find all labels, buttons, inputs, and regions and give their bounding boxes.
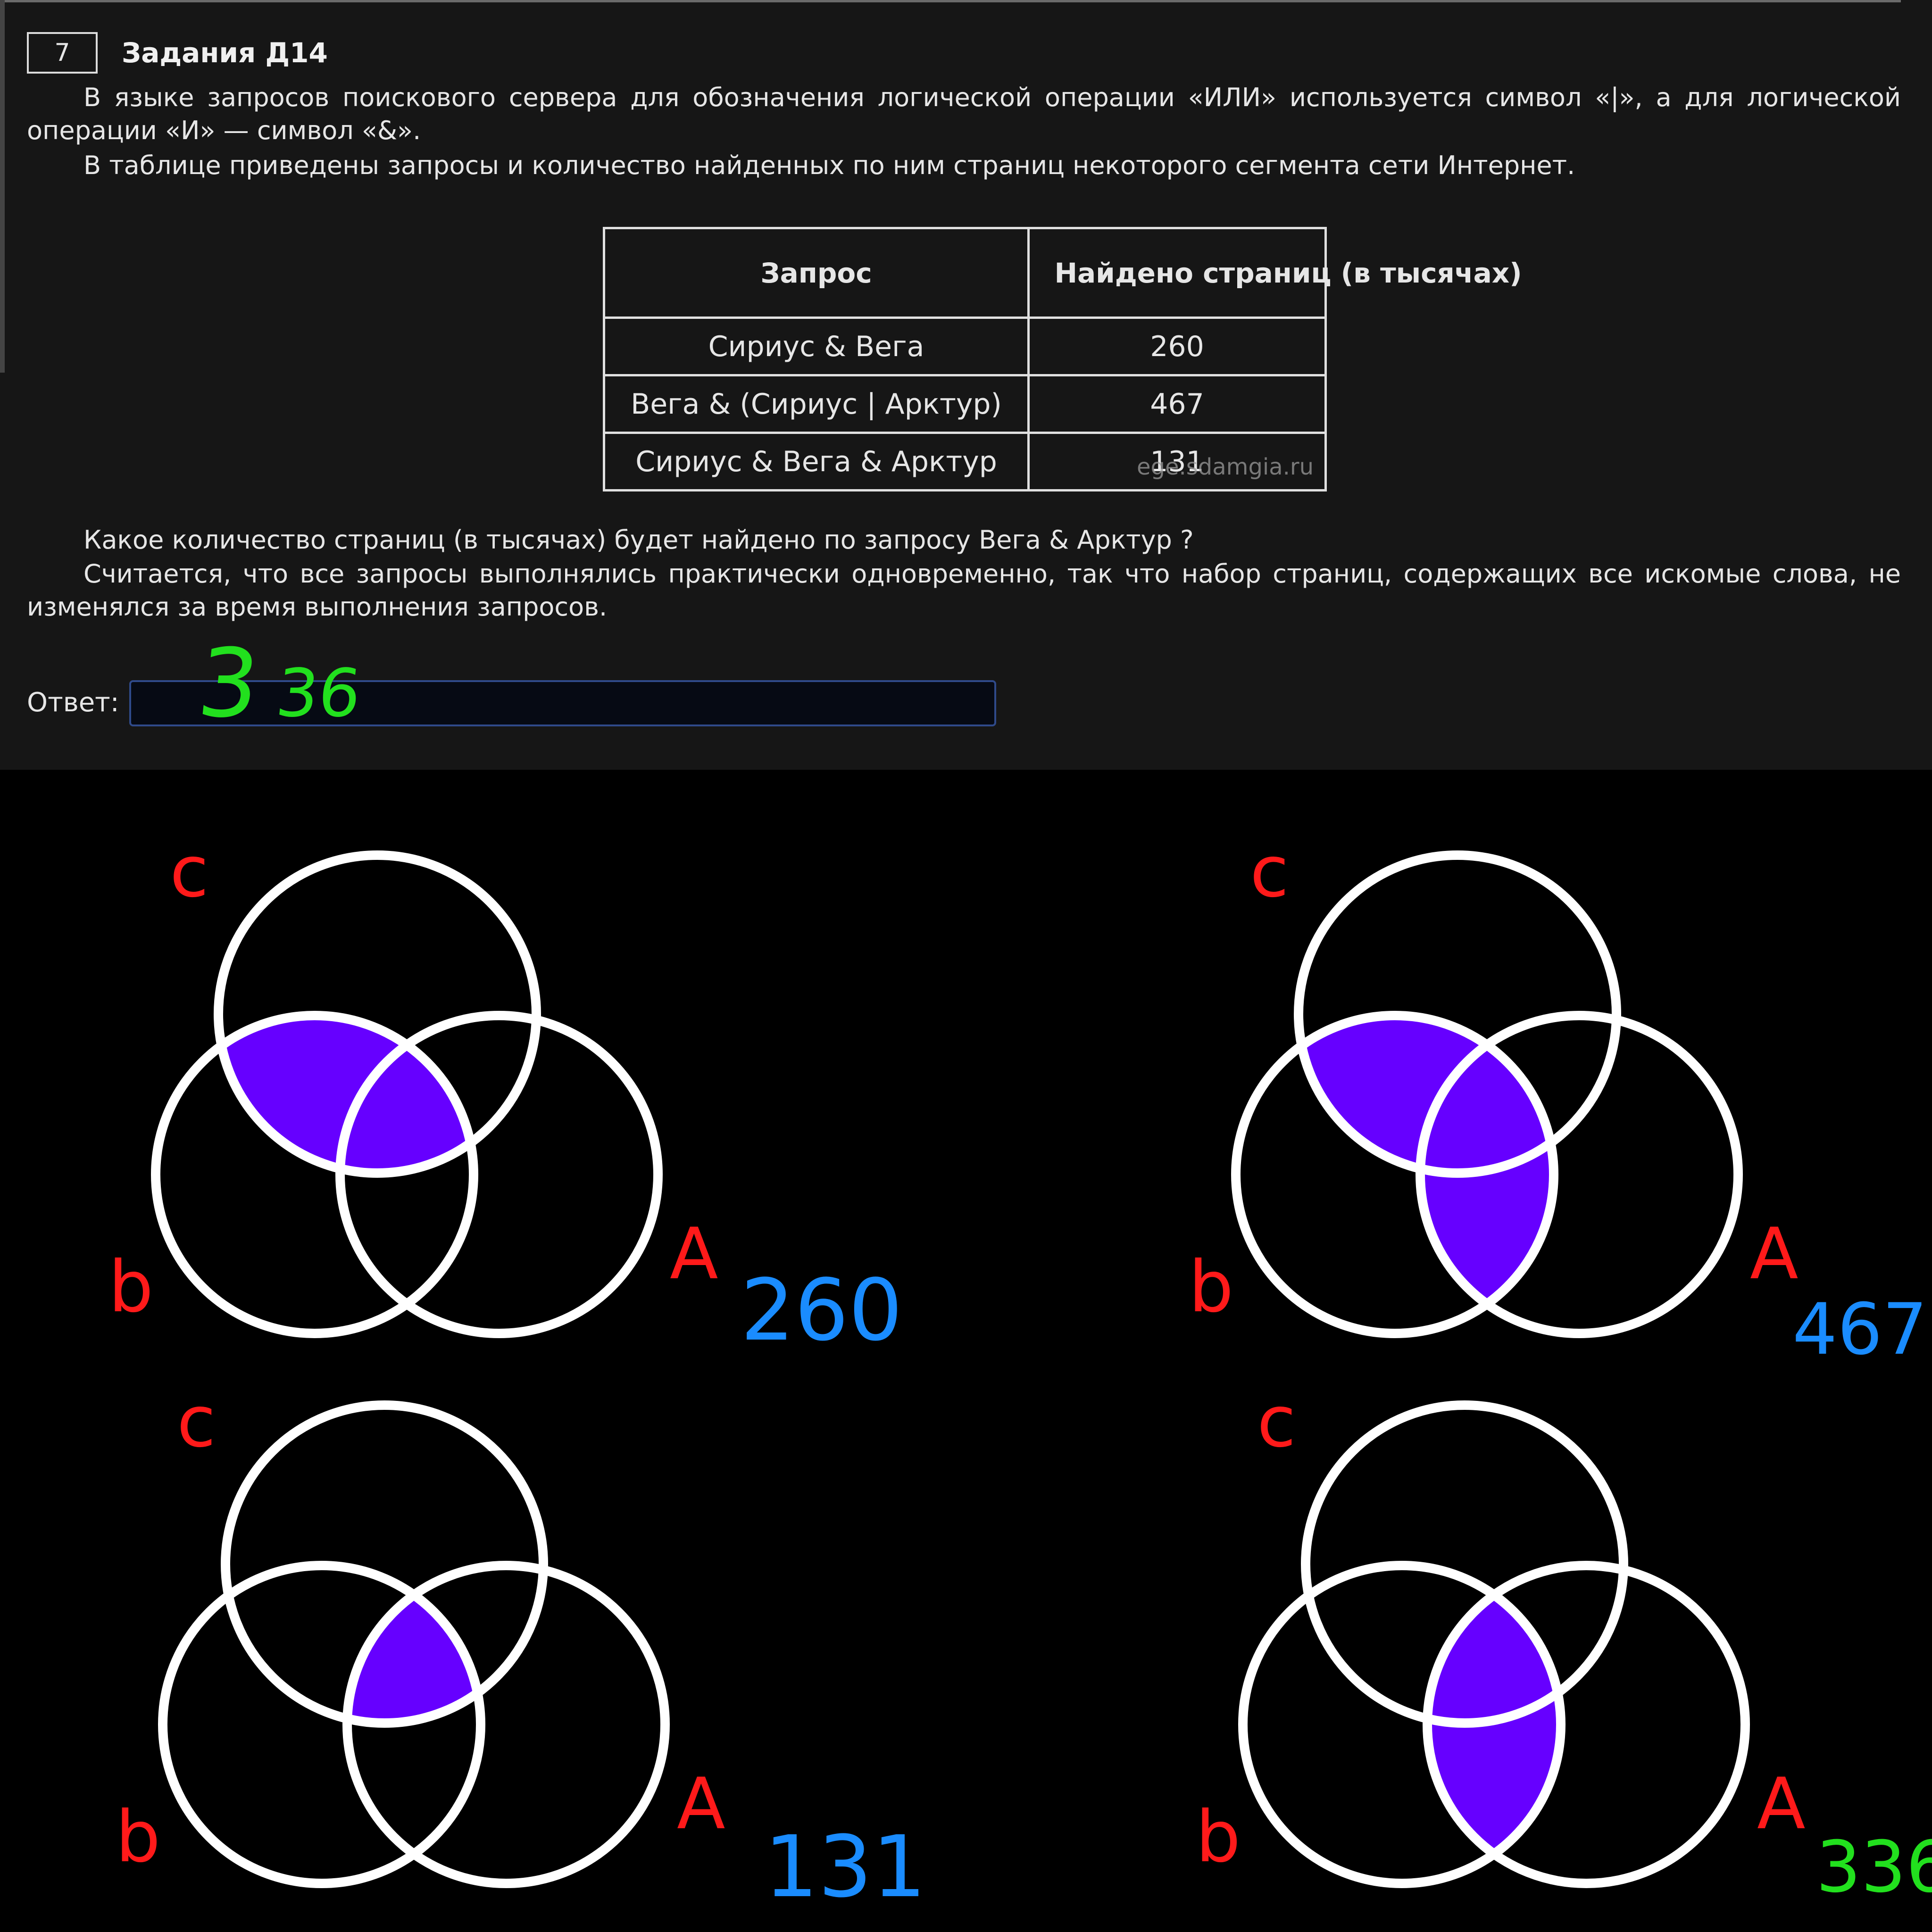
venn-diagram-1: c b A 260 <box>108 831 903 1360</box>
shaded-region <box>347 1566 543 1723</box>
set-a-circle <box>1416 1011 1743 1338</box>
table-row: Сириус & Вега 260 <box>603 316 1327 376</box>
task-panel: 7 Задания Д14 В языке запросов поисковог… <box>0 0 1932 770</box>
count-label: 131 <box>764 1818 926 1916</box>
label-a: A <box>1750 1213 1799 1295</box>
task-number: 7 <box>27 32 98 74</box>
table-cell-count: 260 <box>1027 316 1327 376</box>
shaded-region <box>1299 1016 1554 1333</box>
query-table: Запрос Найдено страниц (в тысячах) Сириу… <box>603 227 1522 491</box>
label-b: b <box>108 1246 153 1328</box>
left-accent-bar <box>0 0 5 373</box>
table-row: Сириус & Вега & Арктур 131 <box>603 432 1327 491</box>
task-question: Какое количество страниц (в тысячах) буд… <box>83 525 1194 555</box>
set-c-circle <box>221 1400 548 1728</box>
set-a-circle <box>342 1561 670 1888</box>
table-cell-count: 467 <box>1027 374 1327 434</box>
set-b-circle <box>1238 1561 1566 1888</box>
table-cell-query: Сириус & Вега <box>603 316 1030 376</box>
task-note: Считается, что все запросы выполнялись п… <box>27 559 1901 622</box>
set-c-circle <box>1294 850 1621 1178</box>
label-b: b <box>1196 1796 1241 1878</box>
header-pages: Найдено страниц (в тысячах) <box>1027 227 1522 319</box>
shaded-region <box>1427 1566 1561 1883</box>
header-query: Запрос <box>603 227 1030 319</box>
venn-diagram-4: c b A 336 <box>1196 1381 1932 1908</box>
table-row: Вега & (Сириус | Арктур) 467 <box>603 374 1327 434</box>
label-b: b <box>1189 1246 1233 1328</box>
answer-input[interactable] <box>129 680 996 726</box>
task-title: Задания Д14 <box>122 37 328 69</box>
set-a-circle <box>335 1011 663 1338</box>
venn-diagram-3: c b A 131 <box>116 1381 926 1916</box>
label-a: A <box>670 1213 718 1295</box>
set-c-circle <box>214 850 541 1178</box>
task-paragraph-table-intro: В таблице приведены запросы и количество… <box>83 150 1575 180</box>
table-cell-count: 131 <box>1027 432 1327 491</box>
label-c: c <box>170 831 208 913</box>
set-b-circle <box>1231 1011 1558 1338</box>
set-b-circle <box>151 1011 478 1338</box>
set-c-circle <box>1301 1400 1628 1728</box>
watermark: ege.sdamgia.ru <box>1137 454 1314 480</box>
count-label: 336 <box>1816 1826 1932 1908</box>
table-cell-query: Сириус & Вега & Арктур <box>603 432 1030 491</box>
label-c: c <box>1257 1381 1296 1463</box>
label-c: c <box>177 1381 216 1463</box>
label-b: b <box>116 1796 160 1878</box>
answer-label: Ответ: <box>27 687 119 718</box>
top-divider <box>0 0 1901 2</box>
table-cell-query: Вега & (Сириус | Арктур) <box>603 374 1030 434</box>
count-label: 260 <box>741 1261 903 1360</box>
label-a: A <box>677 1763 725 1845</box>
label-a: A <box>1757 1763 1806 1845</box>
count-label: 467 <box>1792 1289 1927 1371</box>
label-c: c <box>1250 831 1289 913</box>
task-paragraph-operators: В языке запросов поискового сервера для … <box>27 83 1901 145</box>
set-a-circle <box>1423 1561 1750 1888</box>
venn-diagram-2: c b A 467 <box>1189 831 1927 1371</box>
set-b-circle <box>158 1561 485 1888</box>
table-header-row: Запрос Найдено страниц (в тысячах) <box>603 227 1522 319</box>
